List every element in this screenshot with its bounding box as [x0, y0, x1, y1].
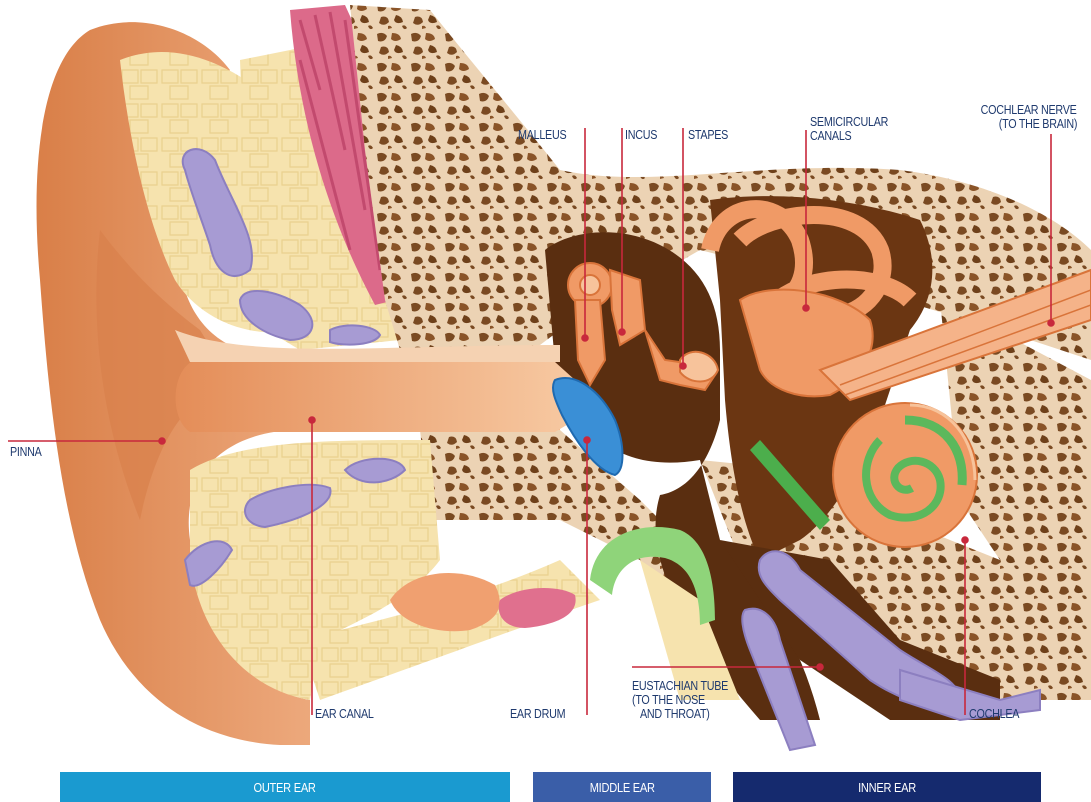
- label-ear-canal: EAR CANAL: [315, 708, 374, 721]
- label-semicircular-canals-line1: SEMICIRCULAR: [810, 116, 888, 129]
- label-cochlea: COCHLEA: [969, 708, 1019, 721]
- ear-canal: [176, 360, 575, 432]
- middle-ear-bar: MIDDLE EAR: [533, 772, 711, 802]
- label-stapes: STAPES: [688, 129, 728, 142]
- label-semicircular-canals-line2: CANALS: [810, 130, 851, 143]
- outer-ear-bar: OUTER EAR: [60, 772, 510, 802]
- outer-ear-label: OUTER EAR: [254, 780, 316, 795]
- middle-ear-label: MIDDLE EAR: [590, 780, 655, 795]
- label-eustachian-tube-line1: EUSTACHIAN TUBE: [632, 680, 728, 693]
- inner-ear-label: INNER EAR: [858, 780, 916, 795]
- label-pinna: PINNA: [10, 446, 42, 459]
- label-cochlear-nerve-line2: (TO THE BRAIN): [999, 118, 1077, 131]
- label-ear-drum: EAR DRUM: [510, 708, 565, 721]
- label-eustachian-tube-line3: AND THROAT): [640, 708, 710, 721]
- label-cochlear-nerve-line1: COCHLEAR NERVE: [981, 104, 1077, 117]
- inner-ear-bar: INNER EAR: [733, 772, 1041, 802]
- label-incus: INCUS: [625, 129, 657, 142]
- cochlea-shape: [833, 403, 977, 547]
- label-eustachian-tube-line2: (TO THE NOSE: [632, 694, 705, 707]
- label-malleus: MALLEUS: [518, 129, 566, 142]
